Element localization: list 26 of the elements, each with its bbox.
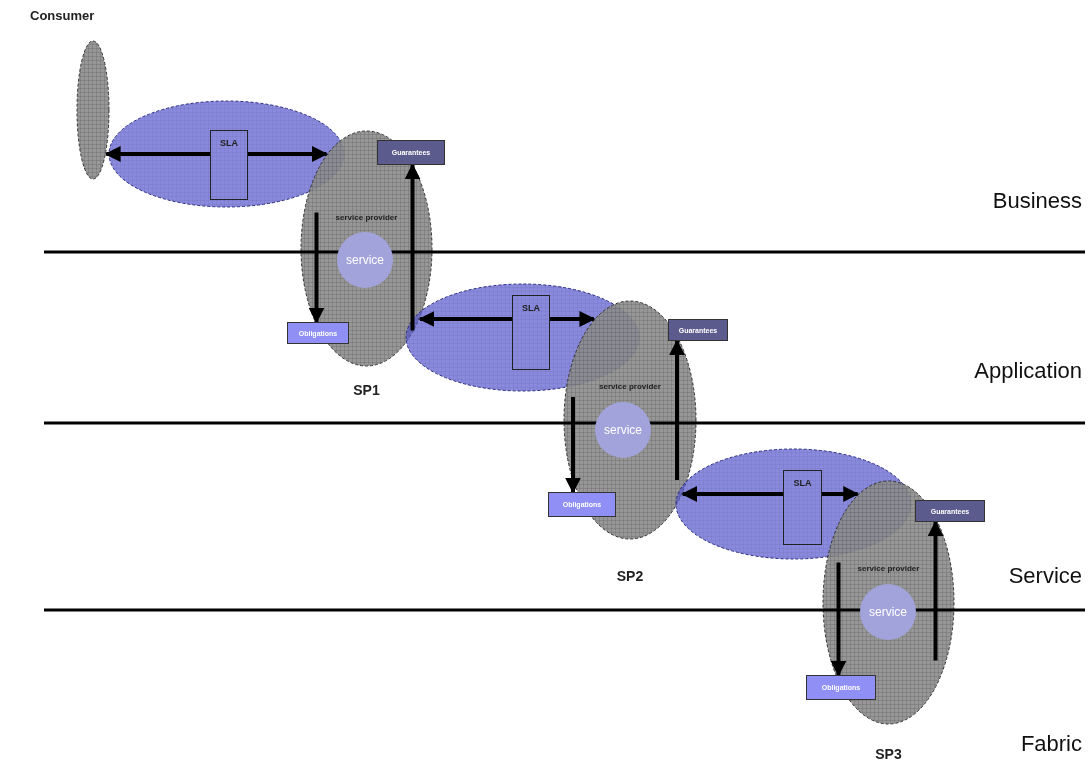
arrow — [248, 146, 328, 162]
sla-document: SLA — [512, 295, 550, 370]
arrow — [830, 562, 847, 677]
provider-caption: SP3 — [874, 746, 903, 762]
sla-document: SLA — [210, 130, 248, 200]
arrow — [550, 311, 596, 327]
consumer-heading: Consumer — [30, 8, 95, 23]
arrow — [104, 146, 210, 162]
layer-label: Fabric — [1020, 731, 1082, 757]
layer-label: Application — [974, 358, 1082, 384]
provider-caption: SP1 — [352, 382, 381, 398]
provider-label: service provider — [856, 564, 921, 573]
arrow — [822, 486, 860, 502]
sla-document: SLA — [783, 470, 822, 545]
arrow — [418, 311, 512, 327]
provider-label: service provider — [598, 382, 662, 391]
arrow — [308, 212, 325, 324]
arrow — [927, 520, 944, 661]
layer-label: Service — [1008, 563, 1082, 589]
arrow — [669, 339, 685, 480]
arrow — [404, 163, 421, 331]
layer-label: Business — [992, 188, 1082, 214]
provider-label: service provider — [334, 213, 399, 222]
provider-caption: SP2 — [615, 568, 645, 584]
arrow — [565, 397, 581, 494]
arrow — [681, 486, 783, 502]
